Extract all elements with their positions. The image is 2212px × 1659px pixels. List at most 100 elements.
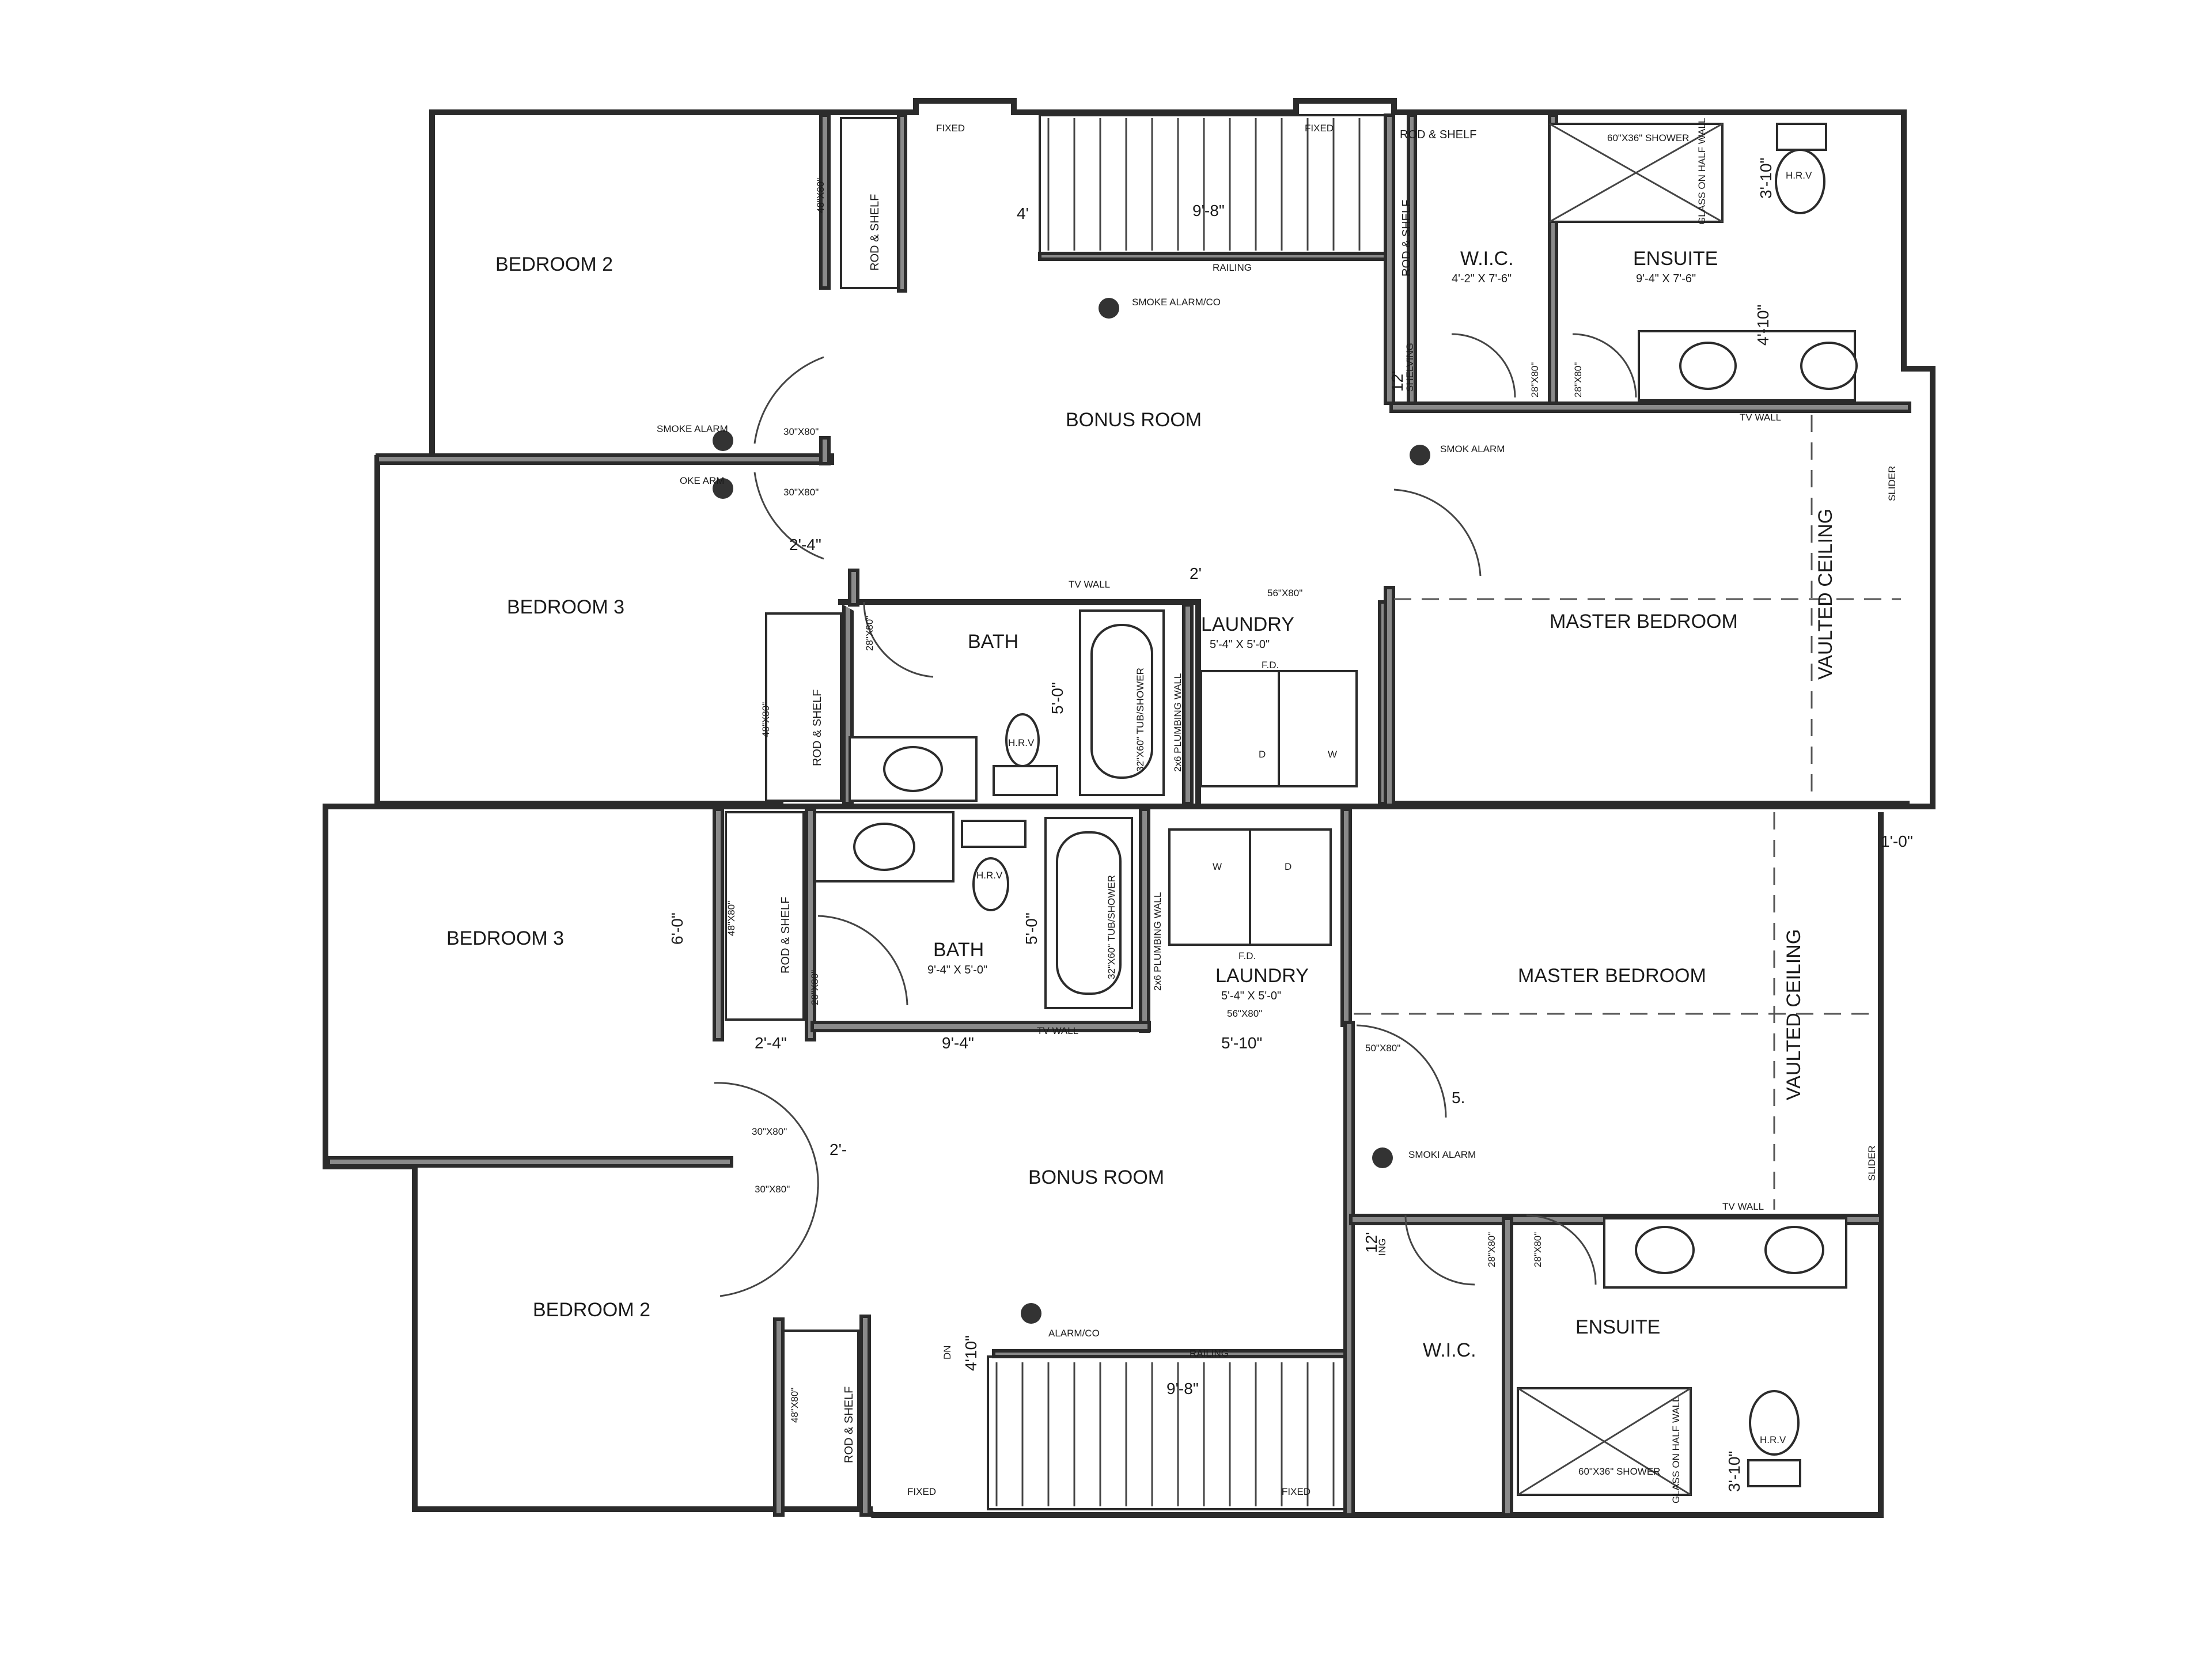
- b-dim-stair: 9'-8": [1166, 1380, 1199, 1397]
- dim-4-10-a: 4'-10": [1754, 305, 1772, 346]
- laundry-size: 5'-4" X 5'-0": [1210, 638, 1270, 651]
- b-vaulted: VAULTED CEILING: [1783, 929, 1805, 1100]
- rod-shelf-wic: ROD & SHELF: [1400, 128, 1476, 141]
- b-dim-5-0: 5'-0": [1022, 912, 1040, 945]
- b-tv-wall: TV WALL: [1037, 1025, 1078, 1036]
- fd-a: F.D.: [1262, 660, 1279, 671]
- b-dim-9-4: 9'-4": [942, 1034, 974, 1052]
- b-dim-2-4: 2'-4": [755, 1034, 787, 1052]
- dim-2-4-a: 2'-4": [789, 536, 821, 554]
- room-label-b-bedroom3: BEDROOM 3: [446, 927, 564, 949]
- room-label-master: MASTER BEDROOM: [1550, 611, 1738, 632]
- unit-a-stair: [1047, 118, 1361, 251]
- b-dim-3-10: 3'-10": [1725, 1451, 1743, 1492]
- smoke-alarm-icon: [1372, 1147, 1393, 1168]
- door-28-a3: 28"X80": [864, 616, 875, 651]
- room-label-ensuite: ENSUITE: [1633, 248, 1718, 270]
- vaulted-a: VAULTED CEILING: [1815, 509, 1836, 680]
- b-door-28-1: 28"X80": [809, 970, 820, 1005]
- b-bath-size: 9'-4" X 5'-0": [927, 964, 987, 976]
- hrv-a-bath: H.R.V: [1008, 737, 1035, 748]
- b-dim-2: 2'-: [830, 1141, 847, 1158]
- room-label-bath: BATH: [968, 631, 1018, 653]
- room-label-laundry: LAUNDRY: [1201, 613, 1294, 635]
- unit-b-labels: BEDROOM 3 BEDROOM 2 BONUS ROOM BATH 9'-4…: [446, 832, 1913, 1503]
- b-fixed-1: FIXED: [907, 1486, 936, 1497]
- smoke-alarm-icon: [1410, 445, 1430, 465]
- door-48-a2: 48"X80": [760, 702, 771, 737]
- sink-a-bath: [883, 746, 943, 792]
- ensuite-size: 9'-4" X 7'-6": [1636, 272, 1696, 285]
- door-48-a1: 48"X80": [815, 178, 826, 213]
- smoke-alarm-a3: SMOK ALARM: [1440, 444, 1505, 454]
- b-glass-half-wall: GLASS ON HALF WALL: [1671, 1397, 1681, 1503]
- b-dim-5-10: 5'-10": [1221, 1034, 1262, 1052]
- b-door-30-1: 30"X80": [752, 1126, 787, 1137]
- room-label-b-ensuite: ENSUITE: [1575, 1316, 1660, 1338]
- b-hrv-ensuite: H.R.V: [1760, 1434, 1786, 1445]
- washer-a: W: [1328, 749, 1337, 760]
- b-tub: 32"X60" TUB/SHOWER: [1106, 875, 1117, 979]
- room-label-b-bath: BATH: [933, 939, 984, 961]
- b-door-28-3: 28"X80": [1532, 1232, 1543, 1267]
- door-swings: [714, 333, 1637, 1297]
- smoke-alarm-icon: [1099, 298, 1119, 319]
- dim-5-0-a: 5'-0": [1048, 682, 1066, 714]
- b-fd: F.D.: [1238, 950, 1256, 961]
- unit-b-stair: [995, 1362, 1335, 1506]
- room-label-b-master: MASTER BEDROOM: [1518, 965, 1706, 987]
- rod-shelf-wic-vert: ROD & SHELF: [1400, 200, 1413, 276]
- smoke-alarm-icon: [713, 478, 733, 499]
- glass-half-wall-a: GLASS ON HALF WALL: [1696, 118, 1707, 225]
- room-label-b-laundry: LAUNDRY: [1215, 965, 1309, 987]
- b-dim-1-0: 1'-0": [1881, 832, 1913, 850]
- b-door-30-2: 30"X80": [755, 1184, 790, 1195]
- door-28-a2: 28"X80": [1573, 362, 1584, 397]
- smoke-alarm-icon: [1021, 1303, 1041, 1324]
- unit-b-walls: [323, 804, 1907, 1518]
- smoke-co-a: SMOKE ALARM/CO: [1132, 297, 1221, 308]
- vaulted-lines: [1354, 415, 1901, 1210]
- shelving: SHELVING: [1404, 343, 1415, 392]
- fixtures: [814, 123, 1858, 1496]
- door-30-a2: 30"X80": [783, 487, 819, 498]
- room-label-bonus: BONUS ROOM: [1066, 409, 1202, 431]
- b-door-48-2: 48"X80": [789, 1388, 800, 1423]
- slider-a: SLIDER: [1887, 466, 1897, 501]
- b-shower: 60"X36" SHOWER: [1578, 1466, 1660, 1477]
- rod-shelf-bed3: ROD & SHELF: [811, 690, 824, 766]
- tv-wall-a2: TV WALL: [1740, 412, 1781, 423]
- dim-2-a: 2': [1190, 565, 1202, 582]
- b-laundry-size: 5'-4" X 5'-0": [1221, 990, 1281, 1002]
- hrv-a-ensuite: H.R.V: [1786, 170, 1812, 181]
- b-door-56: 56"X80": [1227, 1008, 1262, 1019]
- dim-stair-a: 9'-8": [1192, 202, 1225, 219]
- tub-a: 32"X60" TUB/SHOWER: [1135, 668, 1146, 772]
- smoke-alarms: [713, 298, 1430, 1324]
- plumbing-a: 2x6 PLUMBING WALL: [1172, 673, 1183, 772]
- b-washer: W: [1213, 861, 1222, 872]
- b-tv-wall-2: TV WALL: [1722, 1201, 1764, 1212]
- b-hrv-bath: H.R.V: [976, 870, 1003, 881]
- b-rod-shelf-1: ROD & SHELF: [779, 897, 792, 974]
- fixed-a1: FIXED: [936, 123, 965, 134]
- room-label-b-wic: W.I.C.: [1423, 1339, 1476, 1361]
- room-label-bedroom2: BEDROOM 2: [495, 253, 613, 275]
- b-dim-5: 5.: [1452, 1089, 1465, 1107]
- b-alarm-co: ALARM/CO: [1048, 1328, 1100, 1339]
- b-door-50: 50"X80": [1365, 1043, 1400, 1054]
- dim-4-a: 4': [1017, 204, 1029, 222]
- smoke-alarm-a2: OKE ARM: [680, 475, 724, 486]
- room-label-b-bedroom2: BEDROOM 2: [533, 1299, 650, 1321]
- room-label-b-bonus: BONUS ROOM: [1028, 1166, 1164, 1188]
- dim-3-10-a: 3'-10": [1757, 158, 1775, 199]
- unit-a-labels: BEDROOM 2 BEDROOM 3 BONUS ROOM BATH LAUN…: [495, 118, 1897, 772]
- room-label-bedroom3: BEDROOM 3: [507, 596, 624, 618]
- b-ing: ING: [1377, 1238, 1388, 1256]
- room-label-wic: W.I.C.: [1460, 248, 1514, 270]
- door-56-a: 56"X80": [1267, 588, 1302, 599]
- b-dim-12: 12': [1362, 1232, 1380, 1253]
- door-28-a1: 28"X80": [1529, 362, 1540, 397]
- b-plumbing: 2x6 PLUMBING WALL: [1152, 892, 1163, 991]
